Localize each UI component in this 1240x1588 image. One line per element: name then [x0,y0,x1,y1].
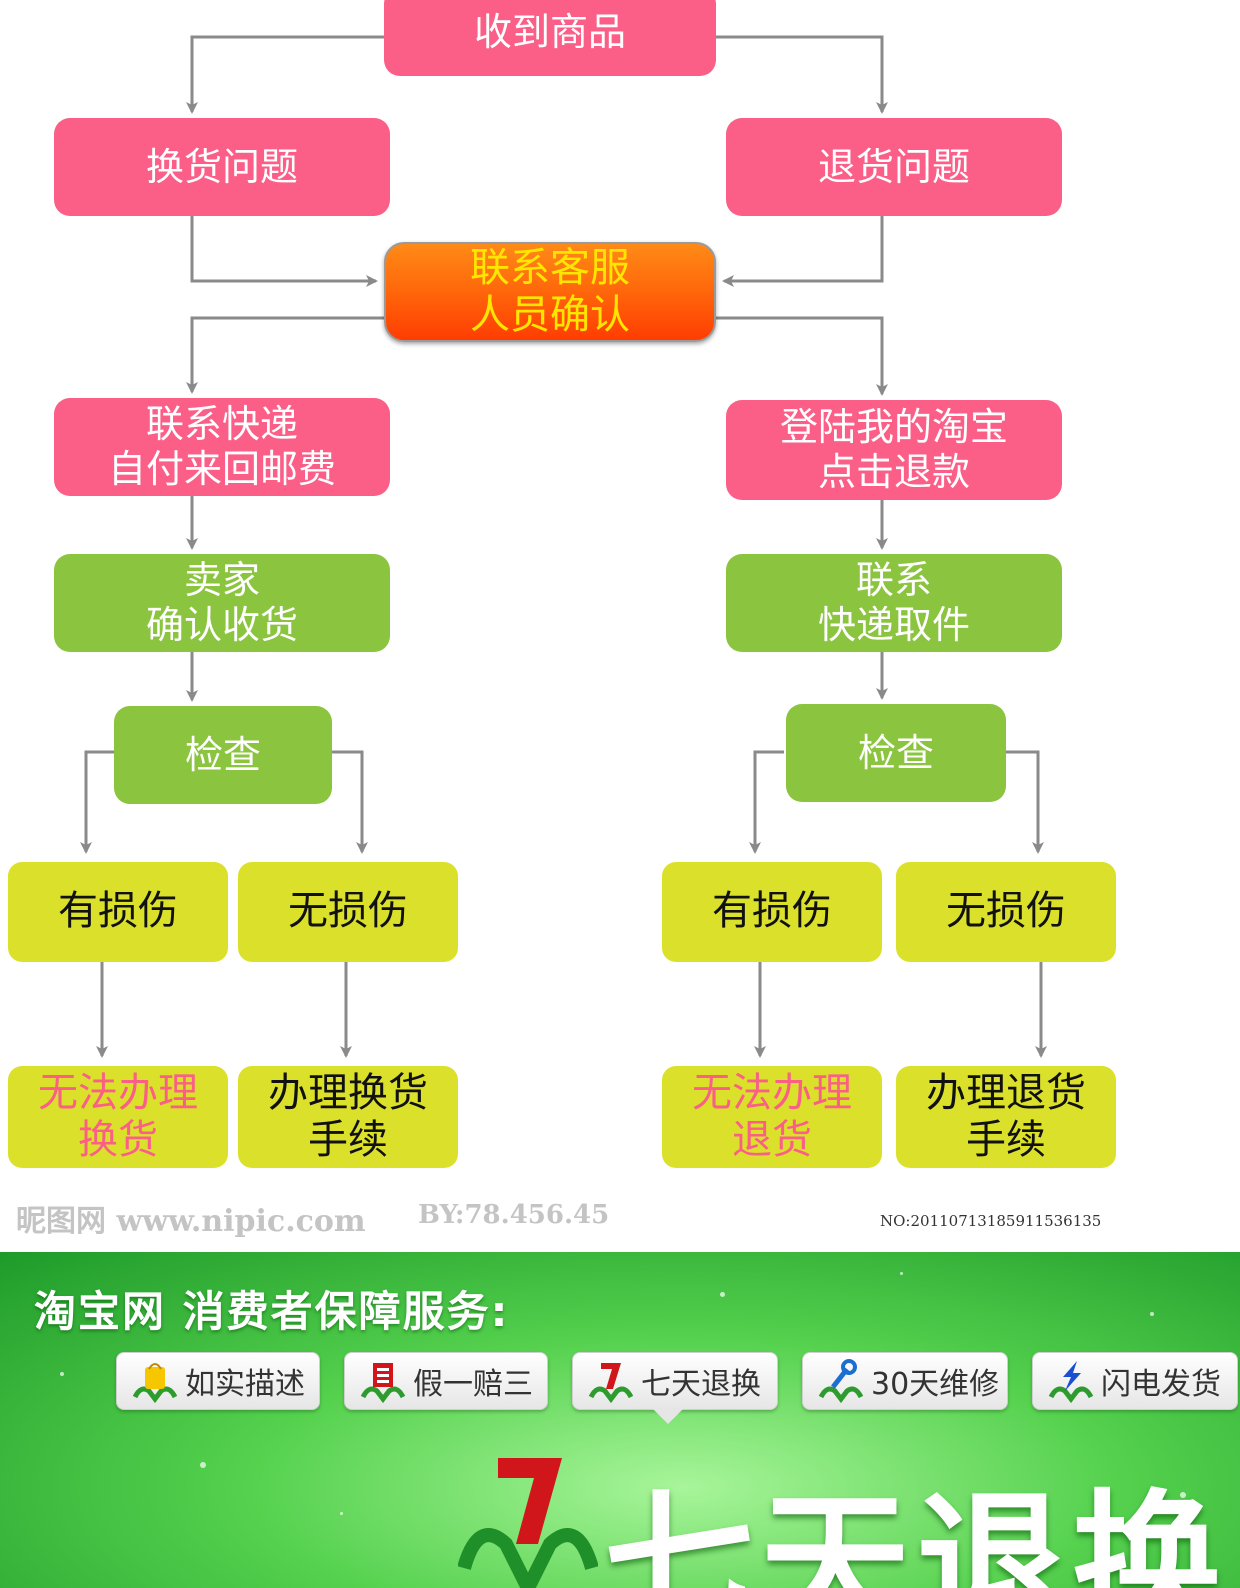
node-express-pickup: 联系 快递取件 [726,554,1062,652]
seven-day-icon [587,1357,635,1405]
node-cannot-return-line1: 无法办理 [692,1069,852,1116]
watermark-no: NO:20110713185911536135 [880,1212,1102,1230]
arrow-exchange-to-cs [190,216,378,287]
node-undamaged-left: 无损伤 [238,862,458,962]
node-damaged-right-label: 有损伤 [712,888,832,935]
node-seller-confirm: 卖家 确认收货 [54,554,390,652]
arrow-receive-to-exchange [186,35,384,114]
badge-as-described[interactable]: 如实描述 [116,1352,320,1410]
badge-fast-delivery-label: 闪电发货 [1101,1367,1221,1402]
active-badge-pointer [652,1408,684,1424]
node-undamaged-left-label: 无损伤 [288,888,408,935]
genuine-icon [359,1357,407,1405]
sparkle-icon [1150,1312,1154,1316]
sparkle-icon [340,1512,343,1515]
arrow-cs-to-login [716,316,888,396]
node-process-exchange-line2: 手续 [308,1117,388,1163]
badge-fake-pay-three[interactable]: 假一赔三 [344,1352,548,1410]
node-exchange-issue-label: 换货问题 [145,144,298,189]
node-cannot-exchange: 无法办理 换货 [8,1066,228,1168]
node-process-exchange-line1: 办理换货 [268,1069,428,1116]
seven-day-logo-icon [457,1448,599,1588]
node-contact-express-line1: 联系快递 [145,402,298,447]
node-contact-express-line2: 自付来回邮费 [107,447,336,491]
node-check-left-label: 检查 [184,732,261,777]
sparkle-icon [1180,1492,1186,1498]
sparkle-icon [200,1462,206,1468]
node-process-exchange: 办理换货 手续 [238,1066,458,1168]
node-return-issue: 退货问题 [726,118,1062,216]
node-cannot-exchange-line2: 换货 [78,1117,158,1163]
node-express-pickup-line2: 快递取件 [817,603,970,647]
node-damaged-right: 有损伤 [662,862,882,962]
banner-title: 淘宝网 消费者保障服务: [34,1287,510,1336]
sparkle-icon [900,1272,903,1275]
arrow-cs-to-express [186,316,384,394]
node-undamaged-right-label: 无损伤 [946,888,1066,935]
badge-seven-day-return-label: 七天退换 [641,1367,761,1402]
flow-arrows [80,35,1047,1058]
shopping-bag-icon [131,1357,179,1405]
node-cannot-exchange-line1: 无法办理 [38,1069,198,1116]
node-login-taobao-line2: 点击退款 [817,450,970,494]
sparkle-icon [60,1372,64,1376]
node-check-left: 检查 [114,706,332,804]
node-contact-cs-line1: 联系客服 [470,244,630,291]
node-damaged-left: 有损伤 [8,862,228,962]
arrow-receive-to-return [716,35,888,114]
node-return-issue-label: 退货问题 [817,144,970,189]
node-check-right: 检查 [786,704,1006,802]
badge-fast-delivery[interactable]: 闪电发货 [1032,1352,1238,1410]
node-cannot-return-line2: 退货 [732,1117,812,1163]
badge-30-day-repair[interactable]: 30天维修 [802,1352,1008,1410]
node-login-taobao-line1: 登陆我的淘宝 [779,405,1008,450]
node-receive-goods: 收到商品 [384,0,716,76]
node-receive-goods-label: 收到商品 [473,9,626,54]
sparkle-icon [720,1292,725,1297]
node-process-return-line1: 办理退货 [926,1069,1086,1116]
node-login-taobao: 登陆我的淘宝 点击退款 [726,400,1062,500]
arrow-check-r-to-undamaged [1005,750,1044,854]
taobao-guarantee-banner: 淘宝网 消费者保障服务: 如实描述 假一赔三 [0,1252,1240,1588]
node-process-return-line2: 手续 [966,1117,1046,1163]
arrow-check-r-to-damaged [749,750,784,854]
watermark-site: 昵图网 www.nipic.com [16,1204,366,1239]
lightning-icon [1047,1357,1095,1405]
badge-seven-day-return[interactable]: 七天退换 [572,1352,778,1410]
arrow-check-l-to-undamaged [330,750,368,854]
node-contact-express: 联系快递 自付来回邮费 [54,398,390,496]
node-damaged-left-label: 有损伤 [58,888,178,935]
wrench-icon [817,1357,865,1405]
badge-as-described-label: 如实描述 [185,1367,305,1402]
node-undamaged-right: 无损伤 [896,862,1116,962]
node-seller-confirm-line1: 卖家 [183,558,260,603]
node-process-return: 办理退货 手续 [896,1066,1116,1168]
badge-fake-pay-three-label: 假一赔三 [413,1367,533,1402]
node-check-right-label: 检查 [857,730,934,775]
arrow-return-to-cs [722,216,884,287]
node-exchange-issue: 换货问题 [54,118,390,216]
watermark-by: BY:78.456.45 [418,1200,610,1230]
badge-30-day-repair-label: 30天维修 [871,1367,1000,1402]
node-contact-customer-service: 联系客服 人员确认 [384,242,716,342]
node-seller-confirm-line2: 确认收货 [145,603,298,647]
node-express-pickup-line1: 联系 [855,558,932,603]
node-contact-cs-line2: 人员确认 [470,292,630,338]
arrow-check-l-to-damaged [80,750,114,854]
node-cannot-return: 无法办理 退货 [662,1066,882,1168]
banner-big-text: 七天退换 [604,1477,1229,1588]
